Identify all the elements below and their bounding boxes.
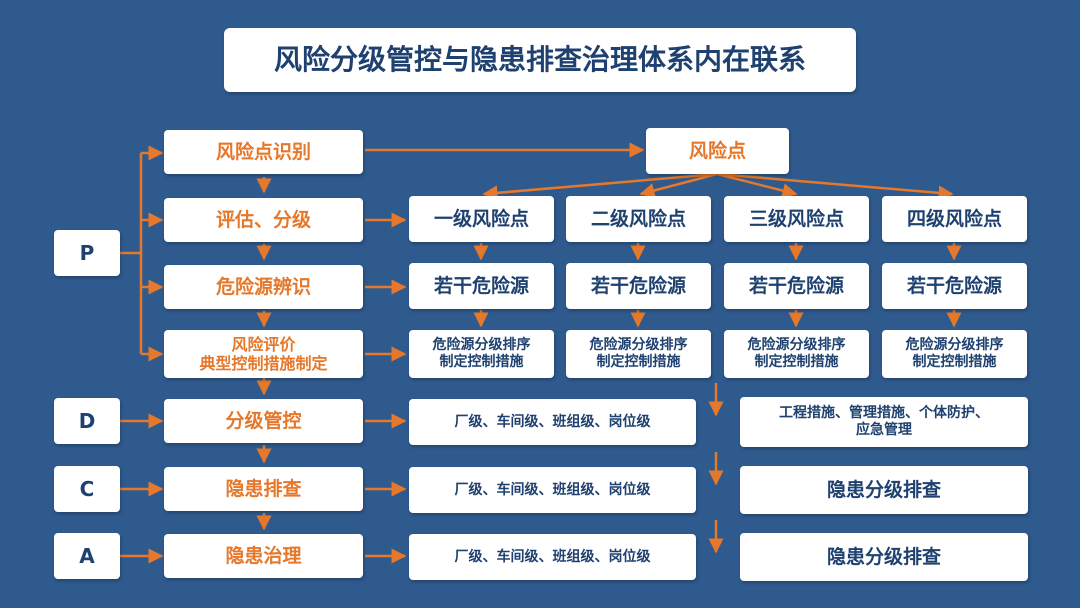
sorting-3-line1: 危险源分级排序 xyxy=(747,337,846,354)
fan-3 xyxy=(716,172,798,198)
step-control: 分级管控 xyxy=(164,399,363,443)
hazard-source-1: 若干危险源 xyxy=(409,263,554,309)
label-a: A xyxy=(54,533,120,579)
step-inspect: 隐患排查 xyxy=(164,467,363,511)
page-title: 风险分级管控与隐患排查治理体系内在联系 xyxy=(224,28,856,92)
inspect-result: 隐患分级排查 xyxy=(740,466,1028,514)
hazard-source-3: 若干危险源 xyxy=(724,263,869,309)
sorting-4-line1: 危险源分级排序 xyxy=(905,337,1004,354)
fan-1 xyxy=(482,172,718,201)
sorting-2-line2: 制定控制措施 xyxy=(596,354,681,370)
hazard-source-4: 若干危险源 xyxy=(882,263,1027,309)
sorting-2: 危险源分级排序 制定控制措施 xyxy=(566,330,711,378)
sorting-1: 危险源分级排序 制定控制措施 xyxy=(409,330,554,378)
step-evaluate-line1: 风险评价 xyxy=(231,334,296,354)
control-measures-line2: 应急管理 xyxy=(856,422,912,438)
control-measures: 工程措施、管理措施、个体防护、 应急管理 xyxy=(740,397,1028,447)
step-hazard: 危险源辨识 xyxy=(164,265,363,309)
org-levels-control: 厂级、车间级、班组级、岗位级 xyxy=(409,399,696,445)
sorting-3: 危险源分级排序 制定控制措施 xyxy=(724,330,869,378)
fan-2 xyxy=(639,172,718,198)
fan-4 xyxy=(716,172,954,201)
org-levels-govern: 厂级、车间级、班组级、岗位级 xyxy=(409,534,696,580)
sorting-4: 危险源分级排序 制定控制措施 xyxy=(882,330,1027,378)
control-measures-line1: 工程措施、管理措施、个体防护、 xyxy=(779,405,989,422)
step-govern: 隐患治理 xyxy=(164,534,363,578)
sorting-1-line1: 危险源分级排序 xyxy=(432,337,531,354)
label-d: D xyxy=(54,398,120,444)
step-evaluate: 风险评价 典型控制措施制定 xyxy=(164,330,363,378)
level-2: 二级风险点 xyxy=(566,196,711,242)
step-evaluate-line2: 典型控制措施制定 xyxy=(199,354,328,373)
risk-point: 风险点 xyxy=(646,128,789,174)
step-identify: 风险点识别 xyxy=(164,130,363,174)
step-assess: 评估、分级 xyxy=(164,198,363,242)
org-levels-inspect: 厂级、车间级、班组级、岗位级 xyxy=(409,467,696,513)
level-1: 一级风险点 xyxy=(409,196,554,242)
hazard-source-2: 若干危险源 xyxy=(566,263,711,309)
sorting-1-line2: 制定控制措施 xyxy=(439,354,524,370)
label-c: C xyxy=(54,466,120,512)
sorting-2-line1: 危险源分级排序 xyxy=(589,337,688,354)
govern-result: 隐患分级排查 xyxy=(740,533,1028,581)
label-p: P xyxy=(54,230,120,276)
sorting-4-line2: 制定控制措施 xyxy=(912,354,997,370)
level-4: 四级风险点 xyxy=(882,196,1027,242)
level-3: 三级风险点 xyxy=(724,196,869,242)
sorting-3-line2: 制定控制措施 xyxy=(754,354,839,370)
